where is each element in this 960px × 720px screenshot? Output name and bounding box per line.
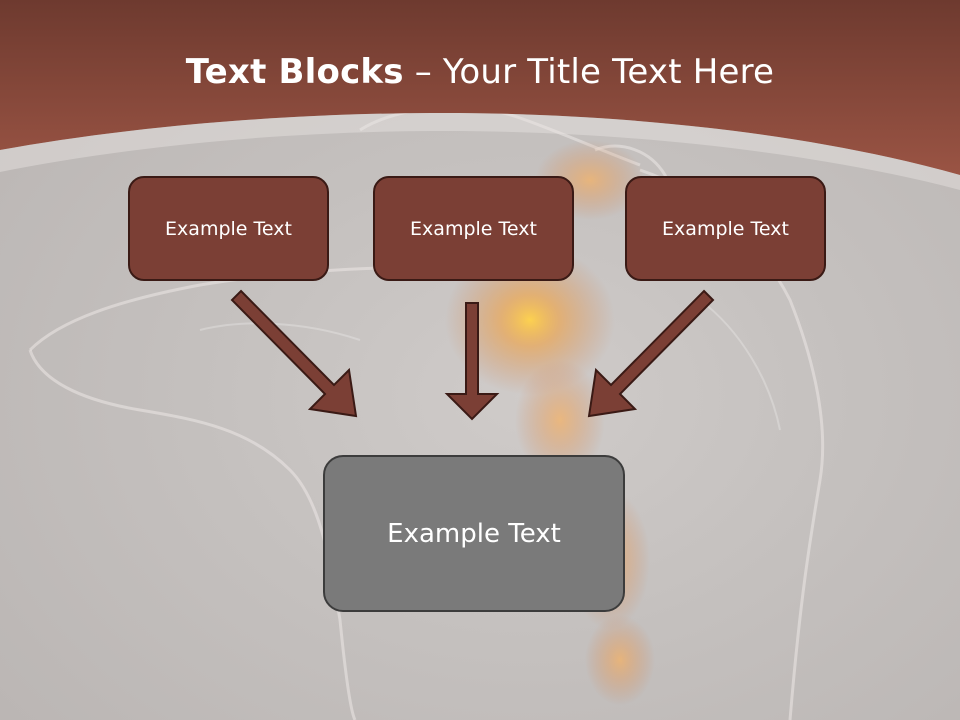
text-block-left[interactable]: Example Text [128, 176, 329, 281]
slide-title: Text Blocks – Your Title Text Here [0, 52, 960, 92]
title-dash: – [403, 52, 443, 92]
text-block-center-label: Example Text [410, 217, 537, 240]
title-rest: Your Title Text Here [442, 52, 775, 92]
header-band [0, 0, 960, 175]
title-bold: Text Blocks [185, 52, 404, 92]
text-block-right[interactable]: Example Text [625, 176, 826, 281]
text-block-main-label: Example Text [387, 518, 561, 549]
text-block-center[interactable]: Example Text [373, 176, 574, 281]
text-block-left-label: Example Text [165, 217, 292, 240]
text-block-right-label: Example Text [662, 217, 789, 240]
text-block-main[interactable]: Example Text [323, 455, 625, 612]
